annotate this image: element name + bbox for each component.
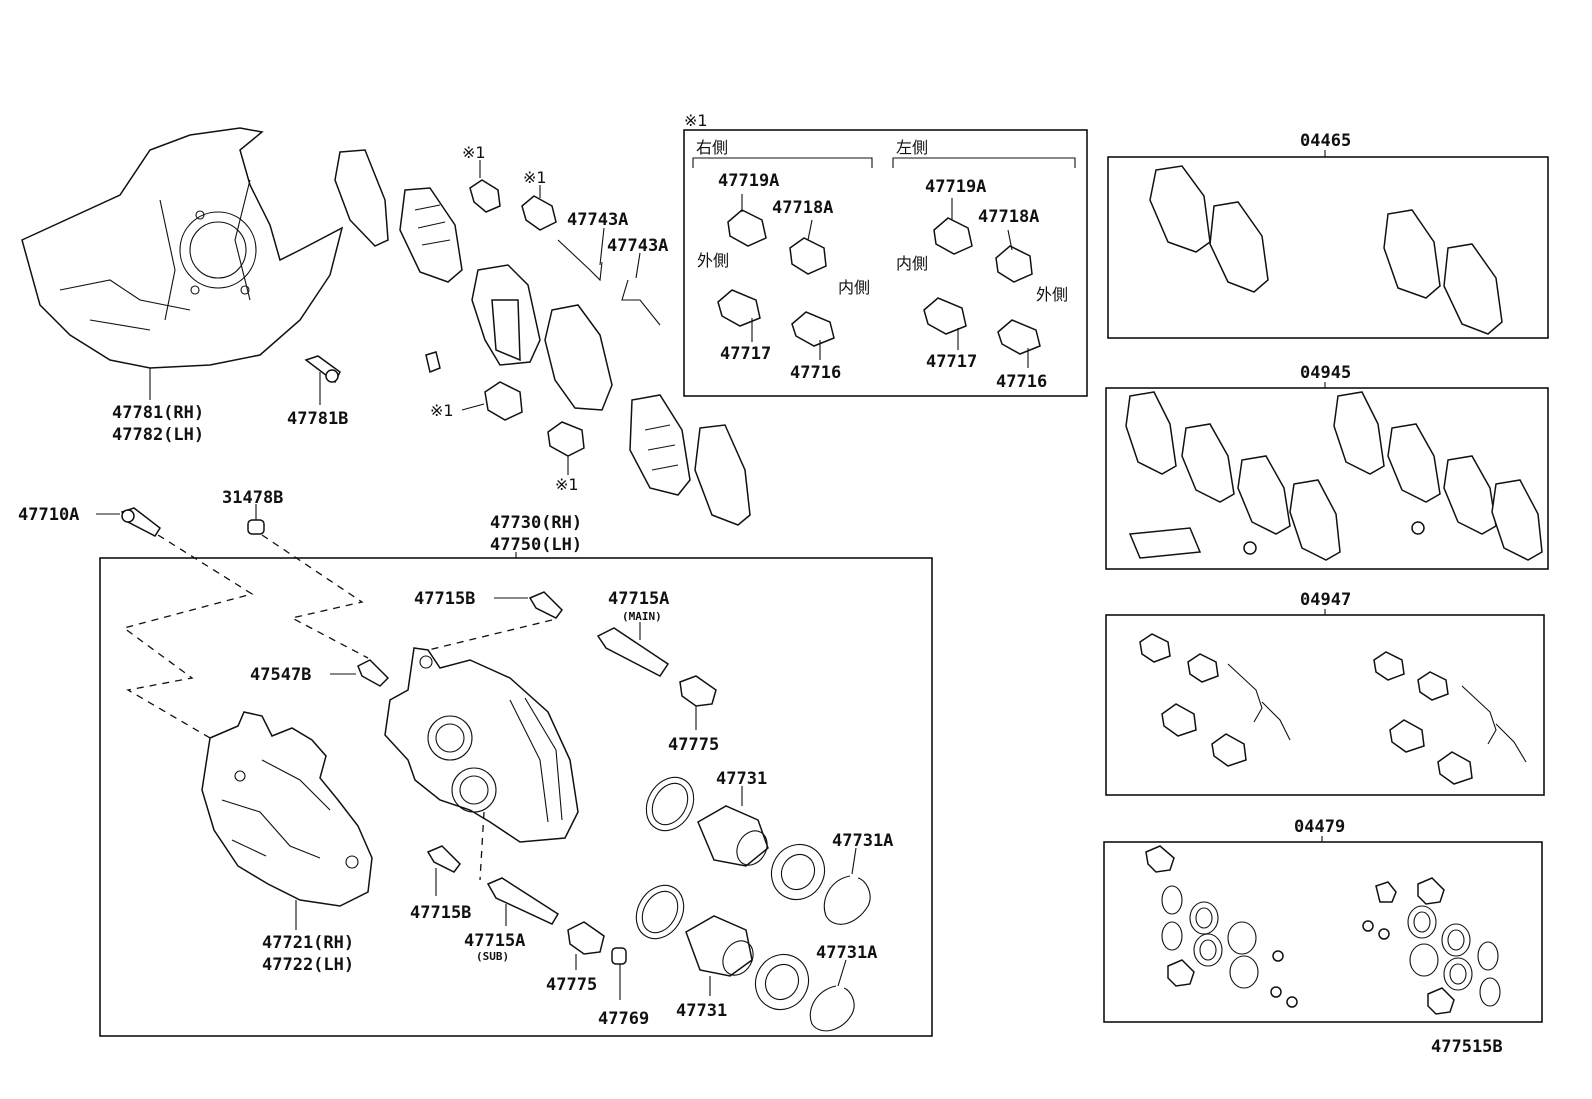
label-mount-bolt: 47710A: [18, 505, 79, 525]
boot-bottom: [567, 921, 605, 955]
label-boot-bottom: 47775: [546, 975, 597, 995]
caliper-assembly-box: [99, 557, 933, 1037]
detail-l-low2: 47716: [996, 372, 1047, 392]
bleeder-cap: [247, 519, 265, 535]
label-ring-bottom: 47731A: [816, 943, 877, 963]
detail-clips: [717, 209, 1041, 355]
label-cylinder-rh: 47730(RH): [490, 513, 582, 533]
detail-l-outer: 外側: [1036, 285, 1068, 304]
label-bushing: 47769: [598, 1009, 649, 1029]
label-shield-lh: 47782(LH): [112, 425, 204, 445]
kit-box-4: [1103, 841, 1543, 1023]
label-piston-bottom: 47731: [676, 1001, 727, 1021]
detail-r-low2: 47716: [790, 363, 841, 383]
label-bleeder-plug: 47547B: [250, 665, 311, 685]
label-wear-indicator-1: 47743A: [567, 210, 628, 230]
mark-note-c: ※1: [430, 401, 454, 420]
kit-box-1: [1107, 156, 1549, 339]
dust-shield: [21, 127, 344, 369]
detail-r-inner: 内側: [838, 278, 870, 297]
kit-number-4: 04479: [1294, 817, 1345, 837]
detail-box: [683, 129, 1088, 397]
boot-top: [679, 675, 717, 707]
kit-4-seals: [1145, 845, 1501, 1015]
detail-l-mid: 47718A: [978, 207, 1039, 227]
shield-bolt: [304, 355, 341, 384]
slide-pin-main: [596, 627, 670, 677]
slide-pin-sub: [486, 877, 560, 925]
label-torque-rh: 47721(RH): [262, 933, 354, 953]
detail-l-low1: 47717: [926, 352, 977, 372]
mount-bolt: [120, 507, 161, 537]
seal-bottom: [635, 884, 685, 940]
mark-note-a: ※1: [462, 143, 486, 162]
boot-seal-top: [770, 843, 826, 901]
piston-bottom: [685, 915, 754, 977]
seal-top: [645, 776, 695, 832]
kit-3-clips: [1139, 633, 1527, 785]
kit-number-3: 04947: [1300, 590, 1351, 610]
label-cylinder-lh: 47750(LH): [490, 535, 582, 555]
label-pin-sub: 47715A: [464, 931, 525, 951]
mark-note-d: ※1: [555, 475, 579, 494]
torque-plate: [201, 711, 373, 907]
label-boot-top: 47775: [668, 735, 719, 755]
label-pin-main: 47715A: [608, 589, 669, 609]
detail-right-side: 右側: [696, 138, 728, 157]
boot-seal-bottom: [754, 953, 810, 1011]
label-bleeder-cap: 31478B: [222, 488, 283, 508]
kit-number-2: 04945: [1300, 363, 1351, 383]
label-piston-top: 47731: [716, 769, 767, 789]
pin-bolt-bottom: [426, 845, 461, 873]
label-pin-bolt-top: 47715B: [414, 589, 475, 609]
detail-r-top: 47719A: [718, 171, 779, 191]
kit-box-3: [1105, 614, 1545, 796]
label-shield-rh: 47781(RH): [112, 403, 204, 423]
diagram-id: 477515B: [1431, 1037, 1503, 1057]
pads-shims-column: [334, 149, 751, 526]
caliper-cylinder: [384, 647, 579, 843]
label-wear-indicator-2: 47743A: [607, 236, 668, 256]
detail-l-inner: 内側: [896, 254, 928, 273]
detail-r-low1: 47717: [720, 344, 771, 364]
detail-box-mark: ※1: [684, 111, 708, 130]
label-shield-bolt: 47781B: [287, 409, 348, 429]
piston-top: [697, 805, 769, 867]
kit-box-2: [1105, 387, 1549, 570]
bushing: [611, 947, 627, 965]
label-pin-main-note: (MAIN): [622, 610, 662, 623]
ring-bottom: [809, 985, 855, 1032]
kit-1-pads: [1149, 165, 1503, 335]
detail-r-outer: 外側: [697, 251, 729, 270]
kit-2-pads: [1125, 391, 1543, 561]
bleeder-plug: [357, 659, 390, 687]
mark-note-b: ※1: [523, 168, 547, 187]
pin-bolt-top: [528, 591, 563, 619]
label-torque-lh: 47722(LH): [262, 955, 354, 975]
detail-r-mid: 47718A: [772, 198, 833, 218]
detail-left-side: 左側: [896, 138, 928, 157]
kit-number-1: 04465: [1300, 131, 1351, 151]
ring-top: [823, 875, 871, 925]
label-pin-bolt-bottom: 47715B: [410, 903, 471, 923]
label-ring-top: 47731A: [832, 831, 893, 851]
detail-l-top: 47719A: [925, 177, 986, 197]
label-pin-sub-note: (SUB): [476, 950, 509, 963]
